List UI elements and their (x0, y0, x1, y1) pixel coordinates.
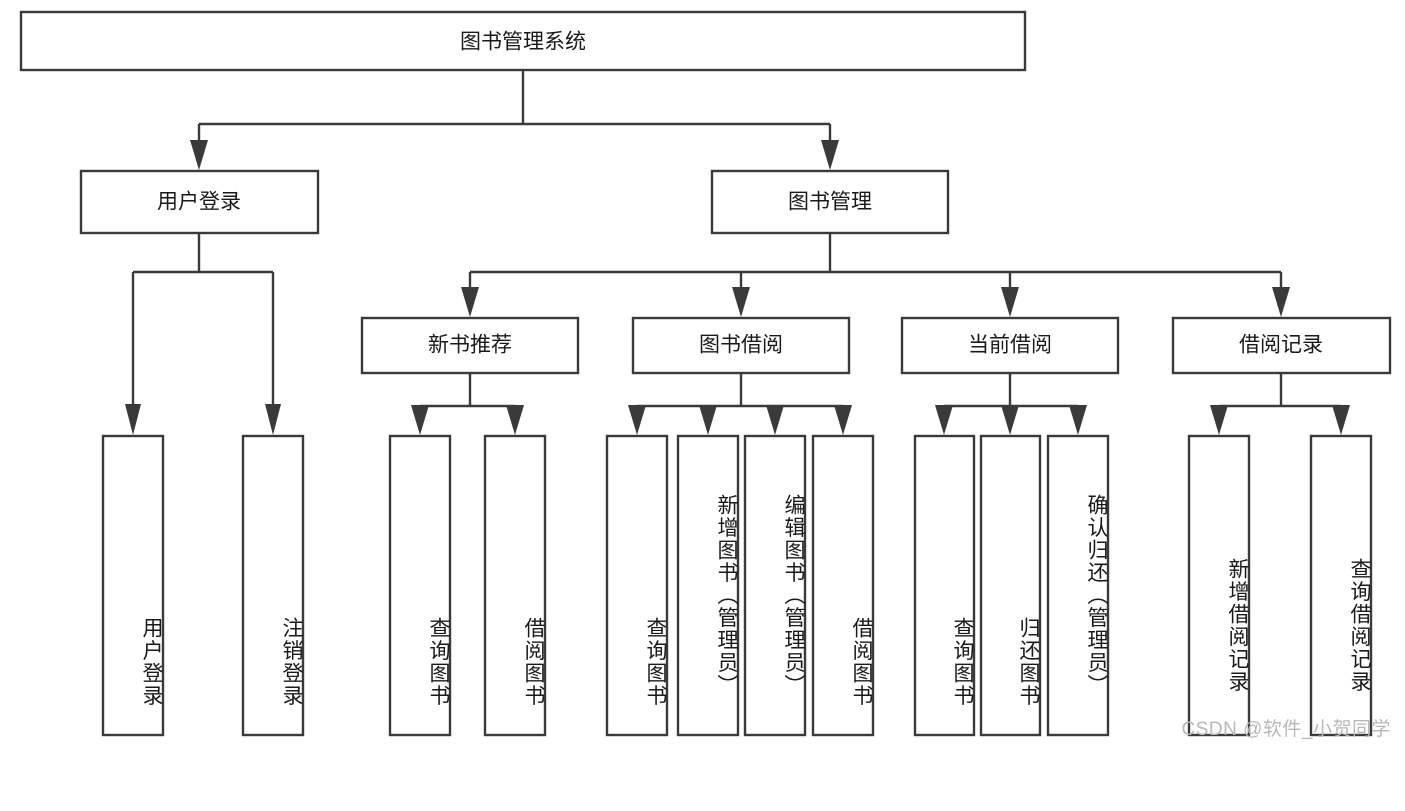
node-book-management-box[interactable] (710, 169, 950, 235)
node-user-login[interactable]: 用户登录 (79, 169, 320, 235)
node-borrow-record-box[interactable] (1171, 316, 1392, 375)
arrow-head-user-login (190, 140, 208, 170)
arrow-head-current-borrow (1001, 287, 1019, 317)
flowchart-svg: 图书管理系统 用户登录 图书管理 新书推荐 图书借阅 当前借阅 借阅记录 (19, 10, 1392, 737)
leaf-box-edit-book[interactable] (743, 434, 807, 737)
connector-group-user-login (125, 233, 281, 435)
arrow-head-leaf-return-book (1001, 405, 1019, 435)
arrow-head-leaf-add-book (699, 405, 717, 435)
arrow-head-book-mgmt (821, 140, 839, 170)
node-borrow-record[interactable]: 借阅记录 (1171, 316, 1392, 375)
node-new-book-recommend[interactable]: 新书推荐 (360, 316, 580, 375)
arrow-head-leaf-query-book-a (411, 405, 429, 435)
leaf-box-borrow-book-b[interactable] (811, 434, 875, 737)
node-book-management-label: 图书管理 (788, 191, 872, 214)
connector-group-book-mgmt (461, 233, 1290, 317)
node-user-login-label: 用户登录 (157, 191, 241, 214)
arrow-head-leaf-user-login (125, 404, 141, 435)
node-user-login-box[interactable] (79, 169, 320, 235)
watermark-text: CSDN @软件_小贺同学 (1181, 719, 1391, 740)
arrow-head-leaf-add-record (1210, 405, 1228, 435)
leaf-box-query-borrow-record[interactable] (1309, 434, 1373, 737)
leaf-box-query-book-b[interactable] (605, 434, 669, 737)
leaf-box-user-login[interactable] (101, 434, 165, 737)
arrow-head-leaf-query-book-b (628, 405, 646, 435)
arrow-head-new-book-rec (461, 287, 479, 317)
node-root-label: 图书管理系统 (460, 31, 586, 54)
node-book-management[interactable]: 图书管理 (710, 169, 950, 235)
connector-group-new-book-rec (411, 373, 524, 435)
arrow-head-book-borrow (732, 287, 750, 317)
connector-group-current-borrow (935, 373, 1087, 435)
node-current-borrow[interactable]: 当前借阅 (900, 316, 1120, 375)
node-root[interactable]: 图书管理系统 (19, 10, 1027, 72)
leaf-box-borrow-book-a[interactable] (483, 434, 547, 737)
leaf-box-query-book-a[interactable] (388, 434, 452, 737)
arrow-head-leaf-query-record (1332, 405, 1350, 435)
connector-group-borrow-record (1210, 373, 1350, 435)
node-current-borrow-box[interactable] (900, 316, 1120, 375)
node-new-book-recommend-box[interactable] (360, 316, 580, 375)
leaf-box-return-book[interactable] (979, 434, 1042, 737)
node-root-box[interactable] (19, 10, 1027, 72)
arrow-head-borrow-record (1272, 287, 1290, 317)
node-book-borrow-box[interactable] (631, 316, 851, 375)
leaf-box-query-book-c[interactable] (913, 434, 976, 737)
node-book-borrow-label: 图书借阅 (699, 334, 783, 357)
node-borrow-record-label: 借阅记录 (1239, 334, 1323, 357)
arrow-head-leaf-borrow-book-a (506, 405, 524, 435)
arrow-head-leaf-logout (265, 404, 281, 435)
node-book-borrow[interactable]: 图书借阅 (631, 316, 851, 375)
arrow-head-leaf-borrow-book-b (834, 405, 852, 435)
node-new-book-recommend-label: 新书推荐 (428, 334, 512, 357)
leaf-box-confirm-return[interactable] (1046, 434, 1110, 737)
diagram-canvas: 图书管理系统 用户登录 图书管理 新书推荐 图书借阅 当前借阅 借阅记录 (19, 10, 1392, 740)
leaf-box-logout[interactable] (241, 434, 305, 737)
leaf-box-add-borrow-record[interactable] (1187, 434, 1251, 737)
node-current-borrow-label: 当前借阅 (968, 334, 1052, 357)
leaf-box-add-book[interactable] (676, 434, 740, 737)
arrow-head-leaf-edit-book (766, 405, 784, 435)
arrow-head-leaf-confirm-return (1069, 405, 1087, 435)
connector-group-book-borrow (628, 373, 852, 435)
connector-group-root (190, 70, 839, 170)
arrow-head-leaf-query-book-c (935, 405, 953, 435)
